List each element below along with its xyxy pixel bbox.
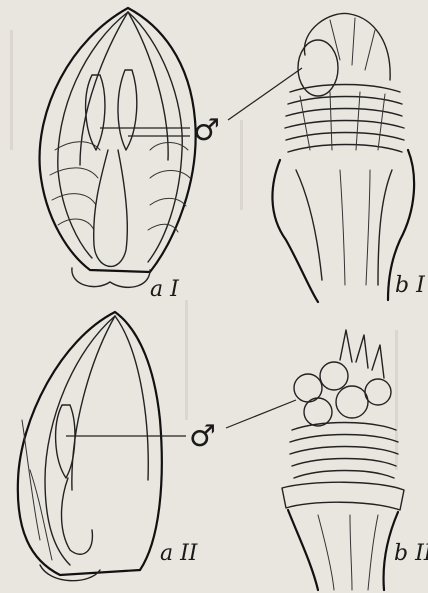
label-a1: a I <box>150 277 180 302</box>
label-b2: b II <box>394 541 428 566</box>
label-b1: b I <box>395 273 426 298</box>
label-a2: a II <box>160 541 199 566</box>
male-symbol-bottom: ♂ <box>189 419 216 454</box>
male-symbol-top: ♂ <box>193 113 220 148</box>
